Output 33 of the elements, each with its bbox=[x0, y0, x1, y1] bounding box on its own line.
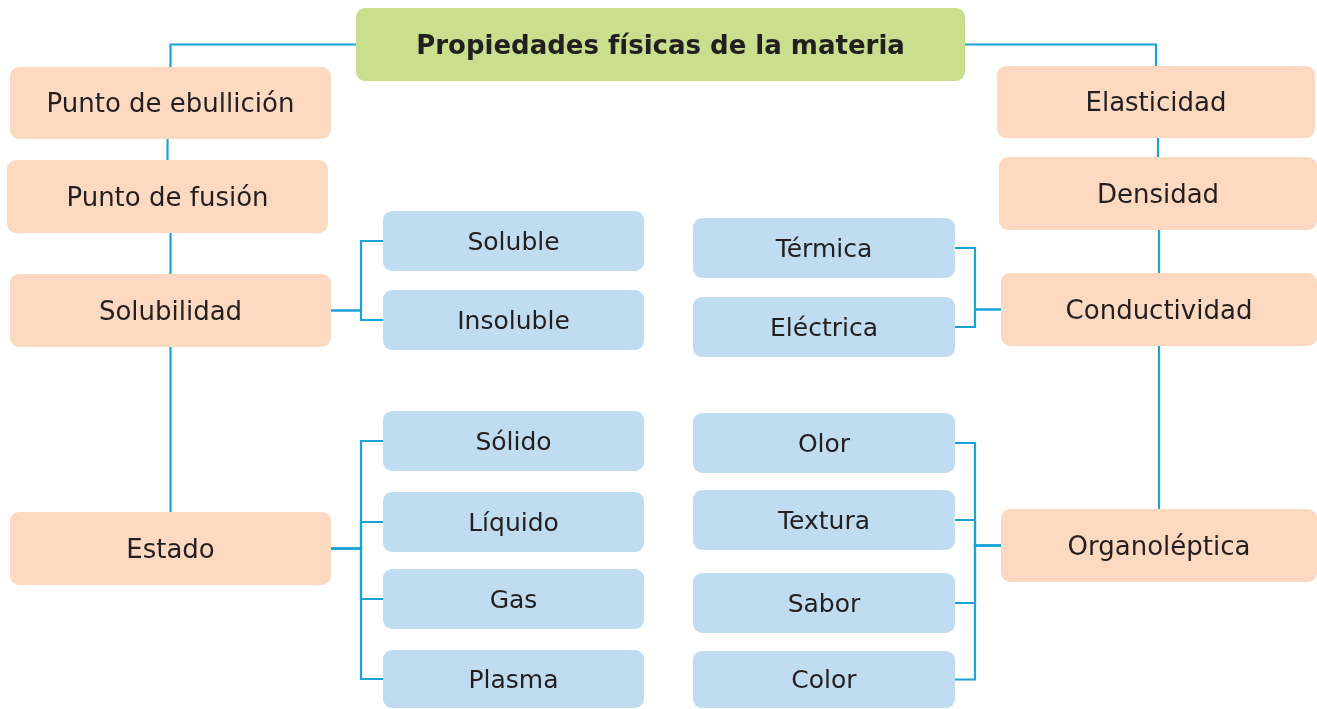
category-box: Textura bbox=[693, 490, 955, 550]
property-box: Solubilidad bbox=[10, 274, 331, 347]
property-box: Densidad bbox=[999, 157, 1317, 230]
category-box: Sólido bbox=[383, 411, 644, 471]
connector-line bbox=[955, 308, 1001, 329]
property-box: Conductividad bbox=[1001, 273, 1317, 346]
connector-line bbox=[1157, 230, 1161, 273]
category-box: Gas bbox=[383, 569, 644, 629]
connector-line bbox=[1156, 138, 1160, 157]
category-box: Color bbox=[693, 651, 955, 708]
category-box: Insoluble bbox=[383, 290, 644, 350]
connector-line bbox=[1157, 346, 1161, 509]
connector-line bbox=[169, 347, 172, 512]
property-box: Organoléptica bbox=[1001, 509, 1317, 582]
category-box: Sabor bbox=[693, 573, 955, 633]
connector-line bbox=[965, 43, 1158, 66]
connector-line bbox=[169, 43, 356, 67]
category-box: Olor bbox=[693, 413, 955, 473]
connector-line bbox=[331, 547, 383, 681]
category-box: Soluble bbox=[383, 211, 644, 271]
connector-line bbox=[169, 233, 172, 274]
category-box: Eléctrica bbox=[693, 297, 955, 357]
connector-line bbox=[331, 309, 383, 322]
property-box: Punto de ebullición bbox=[10, 67, 331, 139]
property-box: Elasticidad bbox=[997, 66, 1315, 138]
connector-line bbox=[955, 544, 1001, 681]
connector-line bbox=[166, 139, 169, 160]
property-box: Estado bbox=[10, 512, 331, 585]
property-box: Punto de fusión bbox=[7, 160, 328, 233]
category-box: Plasma bbox=[383, 650, 644, 708]
category-box: Térmica bbox=[693, 218, 955, 278]
title-box: Propiedades físicas de la materia bbox=[356, 8, 965, 81]
category-box: Líquido bbox=[383, 492, 644, 552]
